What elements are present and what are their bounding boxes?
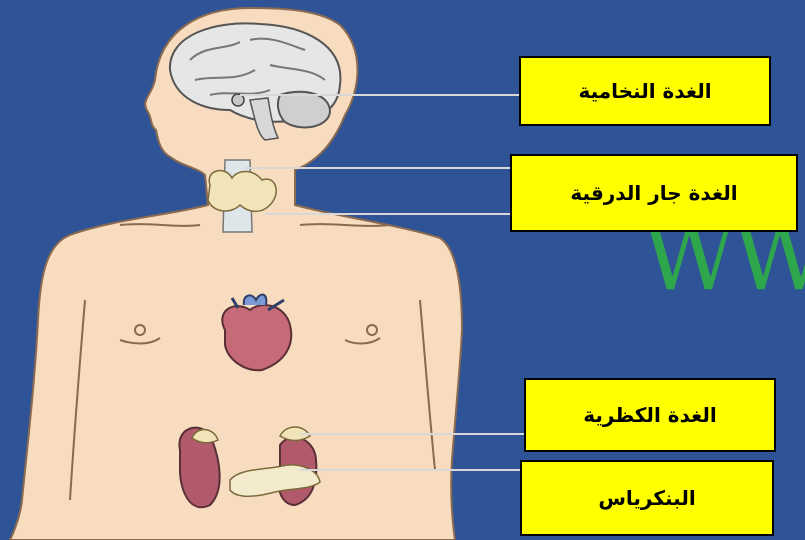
label-parathyroid-gland: الغدة جار الدرقية [510,154,798,232]
label-adrenal-gland: الغدة الكظرية [524,378,776,452]
label-pituitary-gland: الغدة النخامية [519,56,771,126]
cerebellum [278,92,330,128]
label-pancreas: البنكرياس [520,460,774,536]
